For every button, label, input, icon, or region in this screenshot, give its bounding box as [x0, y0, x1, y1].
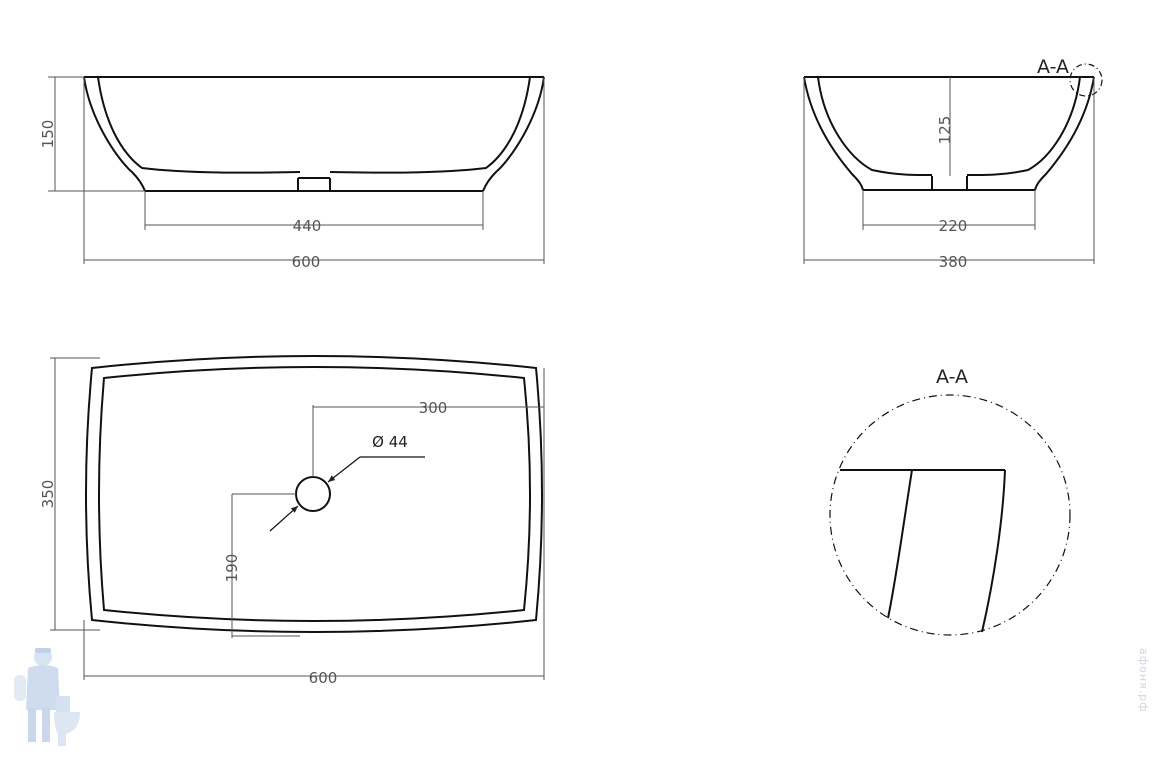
drain-offset-y-label: 190 [223, 554, 241, 583]
side-base-width-label: 220 [939, 217, 968, 235]
section-marker-circle [1069, 63, 1103, 97]
front-base-width-label: 440 [293, 217, 322, 235]
side-total-width-label: 380 [939, 253, 968, 271]
drain-diameter-label: Ø 44 [372, 433, 408, 451]
front-view: 150 440 600 [39, 76, 545, 271]
plumber-mascot-icon [14, 648, 80, 746]
detail-label: A-A [936, 366, 968, 388]
front-basin-outline [83, 76, 545, 192]
side-view: A-A 125 220 380 [803, 56, 1103, 271]
detail-view: A-A [829, 366, 1071, 636]
top-height-label: 350 [39, 480, 57, 509]
watermark-text: афоня.рф [1137, 648, 1150, 713]
detail-circle [829, 394, 1071, 636]
drain-offset-x-label: 300 [419, 399, 448, 417]
side-depth-label: 125 [936, 116, 954, 145]
front-height-label: 150 [39, 120, 57, 149]
drain-hole [295, 476, 331, 512]
top-outer-rim [85, 355, 543, 633]
top-view: 350 600 300 190 Ø 44 [39, 355, 545, 687]
top-inner-bowl [98, 366, 531, 622]
top-width-label: 600 [309, 669, 338, 687]
front-total-width-label: 600 [292, 253, 321, 271]
detail-rim-profile [840, 469, 1006, 633]
side-basin-outline [803, 76, 1095, 191]
section-marker-label: A-A [1037, 56, 1069, 78]
